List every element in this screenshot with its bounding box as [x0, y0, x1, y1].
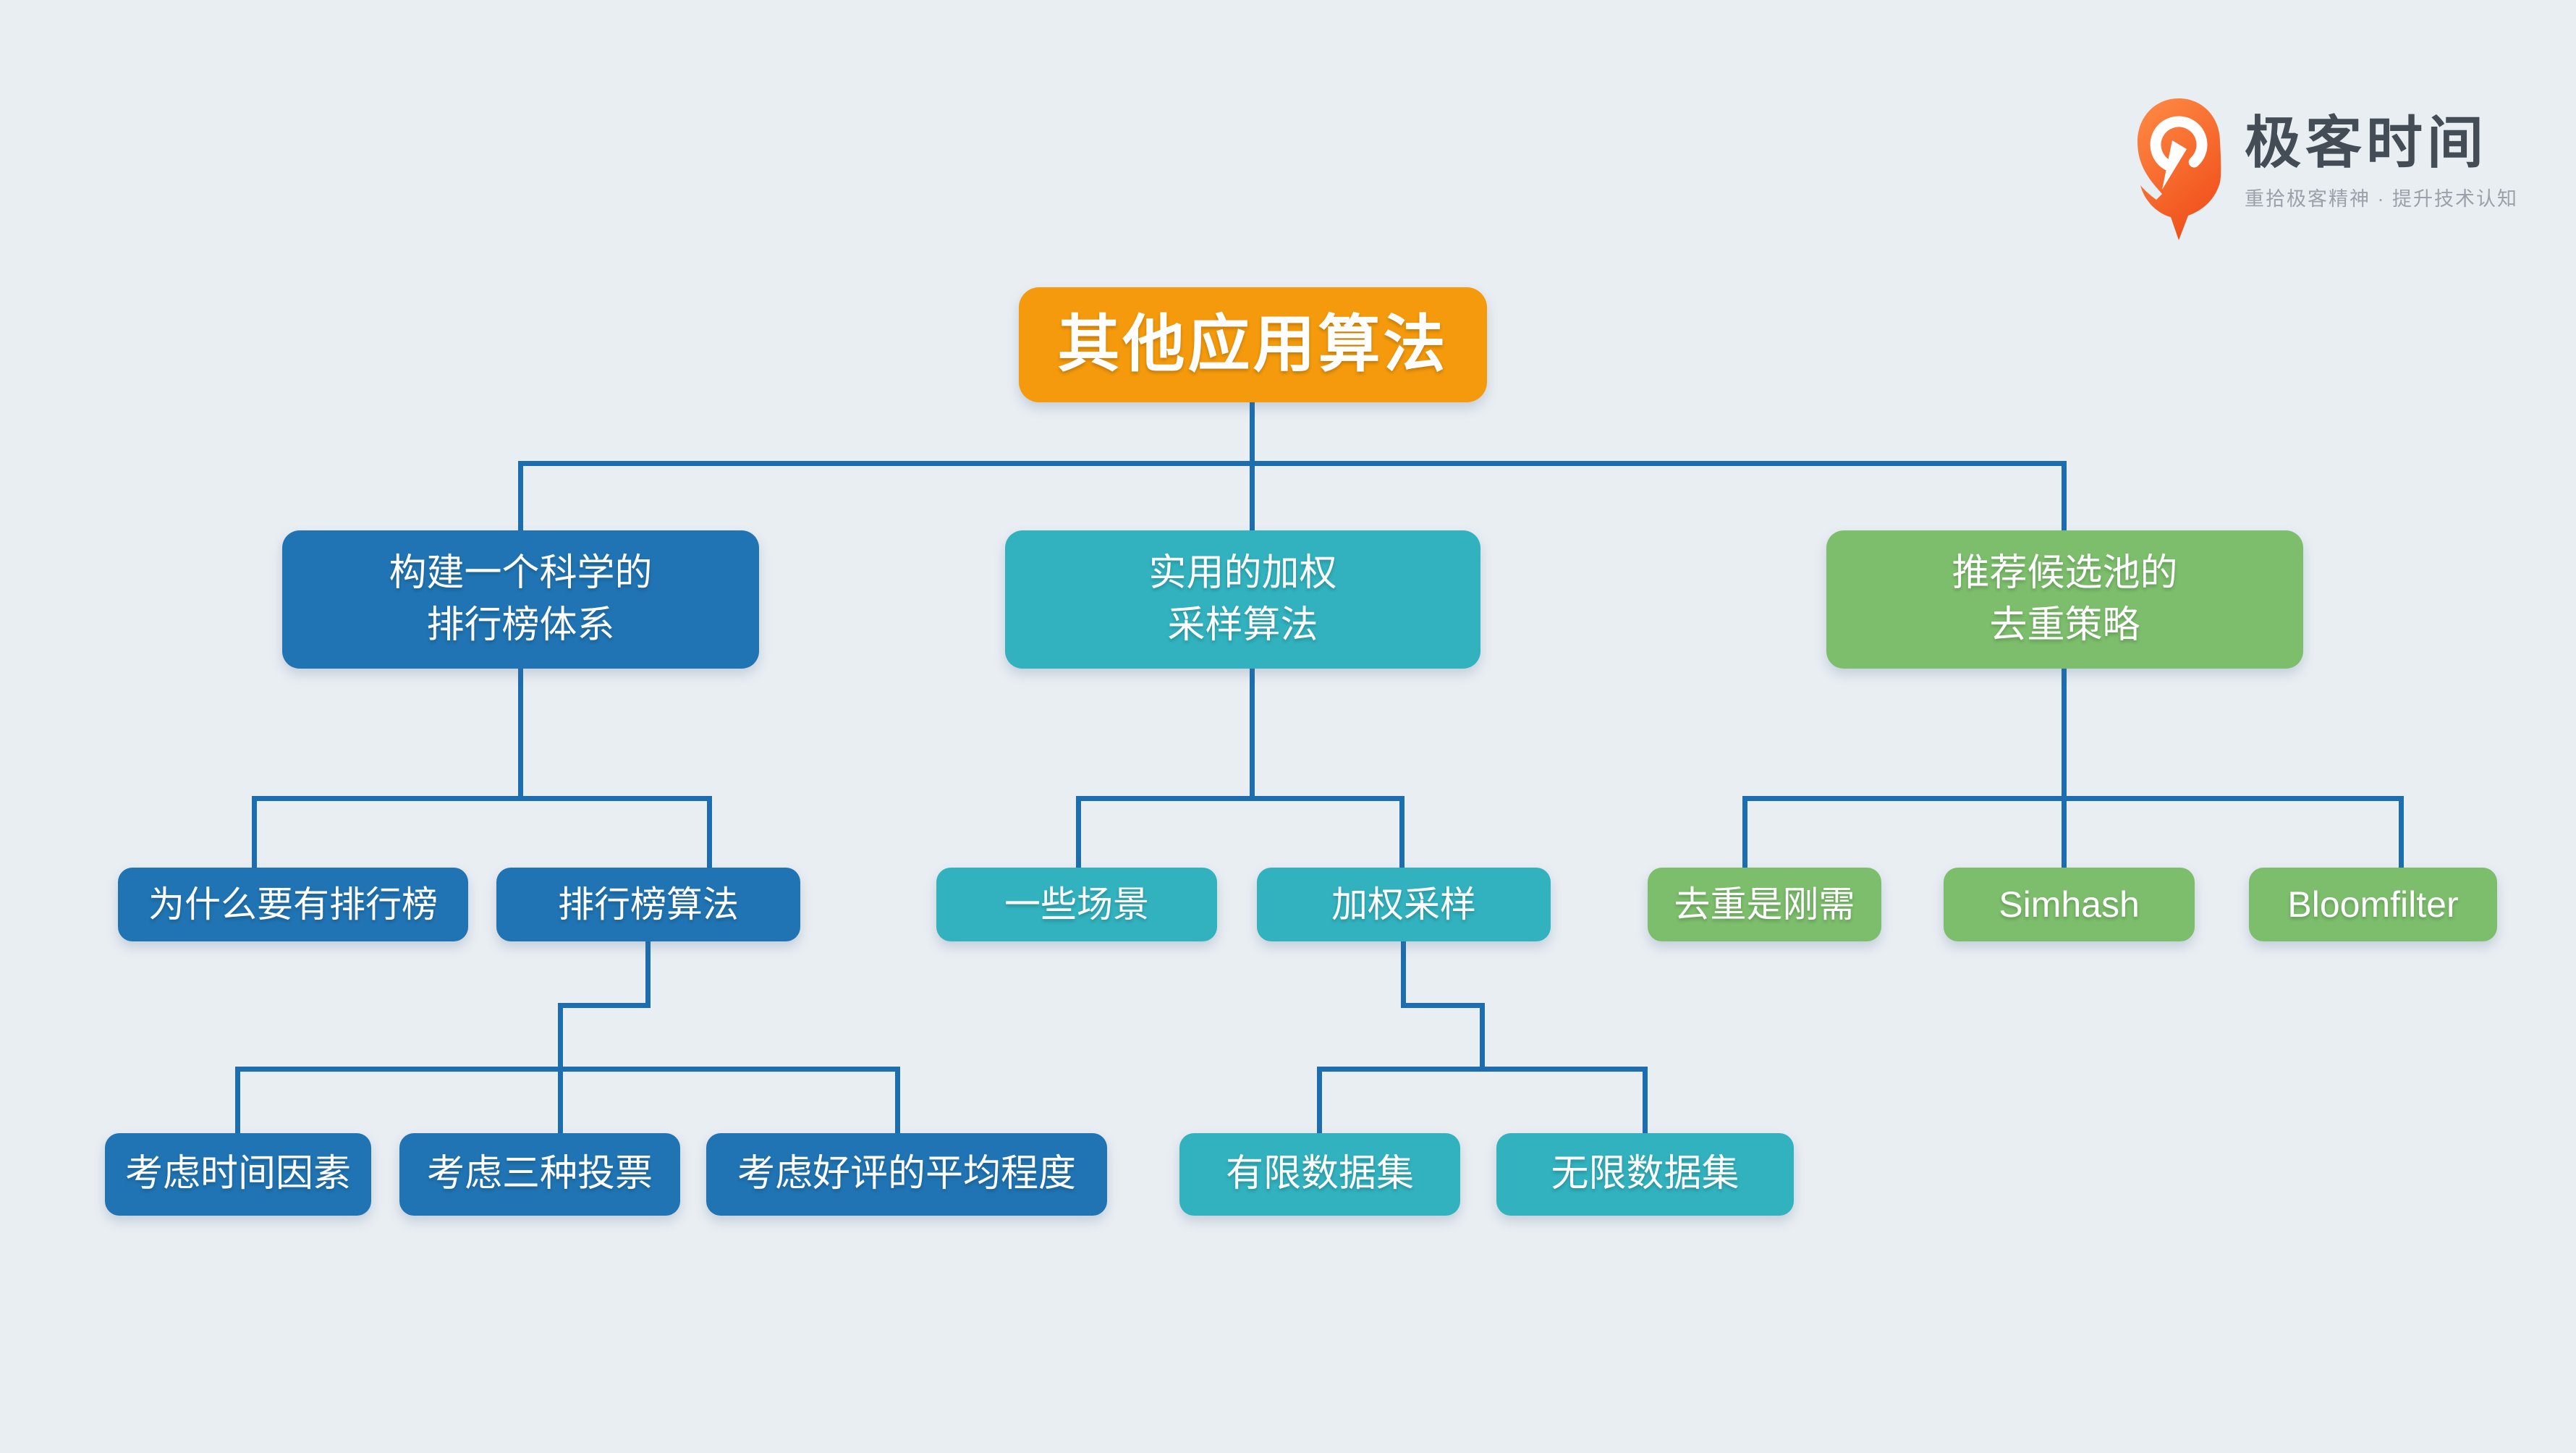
node-weighted-sampling[interactable]: 加权采样: [1257, 868, 1551, 941]
connector: [518, 461, 2067, 466]
connector: [1480, 1003, 1485, 1072]
node-time-factor[interactable]: 考虑时间因素: [105, 1133, 371, 1216]
connector: [1250, 402, 1255, 535]
node-candidate-pool-dedup[interactable]: 推荐候选池的 去重策略: [1826, 530, 2303, 669]
connector: [1742, 796, 2404, 801]
geektime-logo-text: 极客时间 重拾极客精神 · 提升技术认知: [2245, 97, 2518, 209]
node-label: 推荐候选池的 去重策略: [1952, 551, 2178, 646]
connector: [1742, 796, 1747, 868]
geektime-pin-icon: [2138, 98, 2221, 240]
connector: [558, 1067, 563, 1133]
node-average-positive-rating[interactable]: 考虑好评的平均程度: [706, 1133, 1107, 1216]
node-dedup-is-necessity[interactable]: 去重是刚需: [1648, 868, 1881, 941]
node-label: 无限数据集: [1551, 1153, 1740, 1195]
node-why-ranking[interactable]: 为什么要有排行榜: [118, 868, 468, 941]
node-label: 其他应用算法: [1057, 310, 1449, 380]
node-label: 加权采样: [1331, 884, 1476, 925]
connector: [1076, 796, 1081, 868]
connector: [1401, 941, 1406, 1008]
connector: [252, 796, 257, 868]
connector: [1399, 796, 1404, 868]
connector: [1317, 1067, 1322, 1133]
node-infinite-dataset[interactable]: 无限数据集: [1496, 1133, 1794, 1216]
node-label: 构建一个科学的 排行榜体系: [389, 551, 653, 646]
node-build-scientific-ranking[interactable]: 构建一个科学的 排行榜体系: [282, 530, 759, 669]
node-finite-dataset[interactable]: 有限数据集: [1179, 1133, 1460, 1216]
connector: [235, 1067, 240, 1133]
connector: [1250, 669, 1255, 799]
connector: [252, 796, 712, 801]
connector: [1643, 1067, 1648, 1133]
node-label: 为什么要有排行榜: [148, 884, 438, 925]
connector: [235, 1067, 900, 1072]
geektime-logo-tagline: 重拾极客精神 · 提升技术认知: [2245, 188, 2518, 210]
geektime-logo: 极客时间 重拾极客精神 · 提升技术认知: [2135, 97, 2518, 242]
connector: [2062, 796, 2067, 868]
connector: [558, 1003, 563, 1072]
geektime-logo-title: 极客时间: [2245, 111, 2488, 174]
node-label: 实用的加权 采样算法: [1148, 551, 1337, 646]
node-label: Simhash: [1999, 884, 2140, 925]
connector: [645, 941, 651, 1008]
node-simhash[interactable]: Simhash: [1944, 868, 2195, 941]
node-ranking-algorithm[interactable]: 排行榜算法: [496, 868, 800, 941]
node-label: Bloomfilter: [2287, 884, 2459, 925]
node-practical-weighted-sampling[interactable]: 实用的加权 采样算法: [1005, 530, 1480, 669]
connector: [1076, 796, 1404, 801]
node-label: 考虑时间因素: [124, 1153, 351, 1195]
connector: [518, 461, 523, 533]
connector: [1317, 1067, 1648, 1072]
connector: [2062, 461, 2067, 533]
connector: [558, 1003, 651, 1008]
node-label: 去重是刚需: [1674, 884, 1855, 925]
connector: [2399, 796, 2404, 868]
node-other-applied-algorithms[interactable]: 其他应用算法: [1019, 287, 1487, 402]
node-label: 有限数据集: [1225, 1153, 1414, 1195]
connector: [1401, 1003, 1485, 1008]
node-label: 一些场景: [1004, 884, 1149, 925]
node-label: 排行榜算法: [558, 884, 739, 925]
connector: [707, 796, 712, 868]
connector: [518, 669, 523, 799]
connector: [895, 1067, 900, 1133]
connector: [2062, 669, 2067, 799]
node-label: 考虑好评的平均程度: [737, 1153, 1076, 1195]
node-some-scenarios[interactable]: 一些场景: [936, 868, 1217, 941]
node-label: 考虑三种投票: [426, 1153, 653, 1195]
node-three-vote-types[interactable]: 考虑三种投票: [399, 1133, 680, 1216]
node-bloomfilter[interactable]: Bloomfilter: [2249, 868, 2497, 941]
